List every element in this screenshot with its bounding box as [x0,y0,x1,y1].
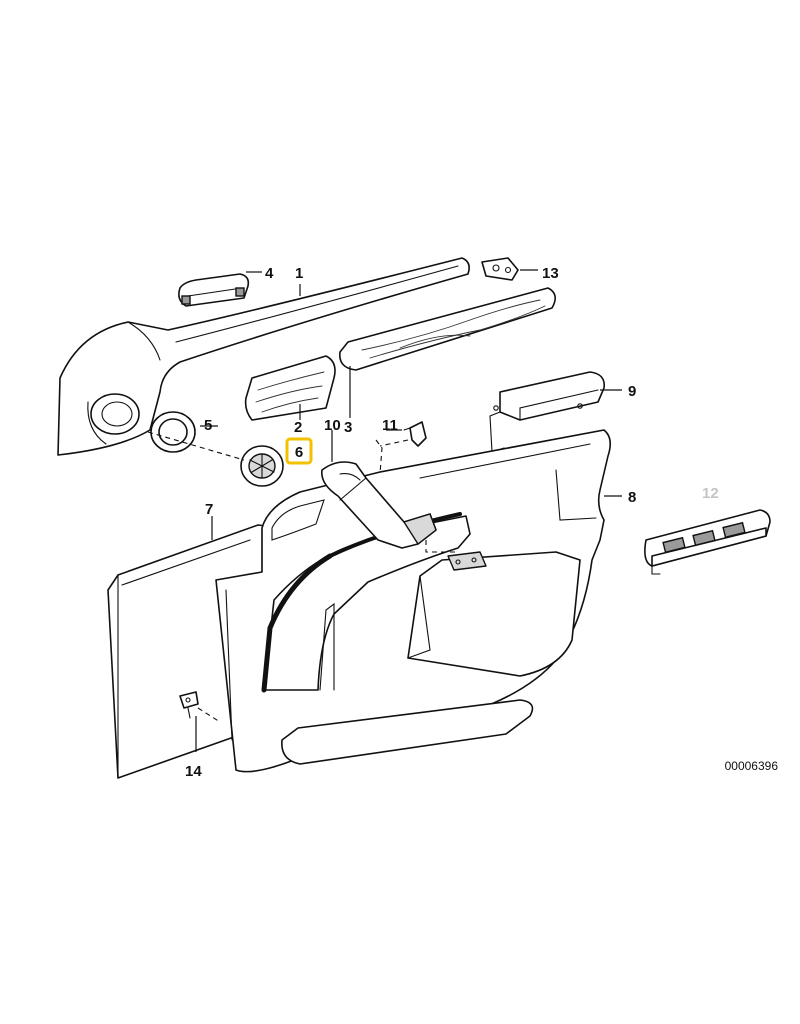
part-12-switch-block [644,509,771,575]
callout-13[interactable]: 13 [542,265,559,282]
part-3-wood-strip-long [339,287,556,371]
highlight-frame-6 [285,437,313,465]
callout-14[interactable]: 14 [185,763,202,780]
callout-8[interactable]: 8 [628,489,636,506]
part-6-speaker-grille [240,445,284,487]
callout-labels: 1 4 13 5 2 3 10 11 9 8 7 12 14 6 [185,265,719,780]
callout-2[interactable]: 2 [294,419,302,436]
part-5-ring [150,411,196,453]
part-2-wood-trim-short [244,355,336,421]
part-8-door-trim-panel [215,429,612,773]
callout-1[interactable]: 1 [295,265,303,282]
callout-7[interactable]: 7 [205,501,213,518]
part-10-pull-handle [321,461,437,549]
drawing-reference-number: 00006396 [725,759,779,773]
callout-6[interactable]: 6 [295,444,303,461]
callout-3[interactable]: 3 [344,419,352,436]
leader-lines [147,269,622,752]
part-13-clip [481,257,519,281]
callout-9[interactable]: 9 [628,383,636,400]
callout-12[interactable]: 12 [702,485,719,502]
part-14-push-clip [179,691,199,719]
part-9-armrest-top [489,371,606,453]
callout-4[interactable]: 4 [265,265,274,282]
callout-5[interactable]: 5 [204,417,212,434]
part-1-top-rail [57,257,470,456]
callout-10[interactable]: 10 [324,417,341,434]
callout-11[interactable]: 11 [382,417,398,434]
part-11-bracket [403,421,427,447]
part-4-grille [178,273,250,307]
